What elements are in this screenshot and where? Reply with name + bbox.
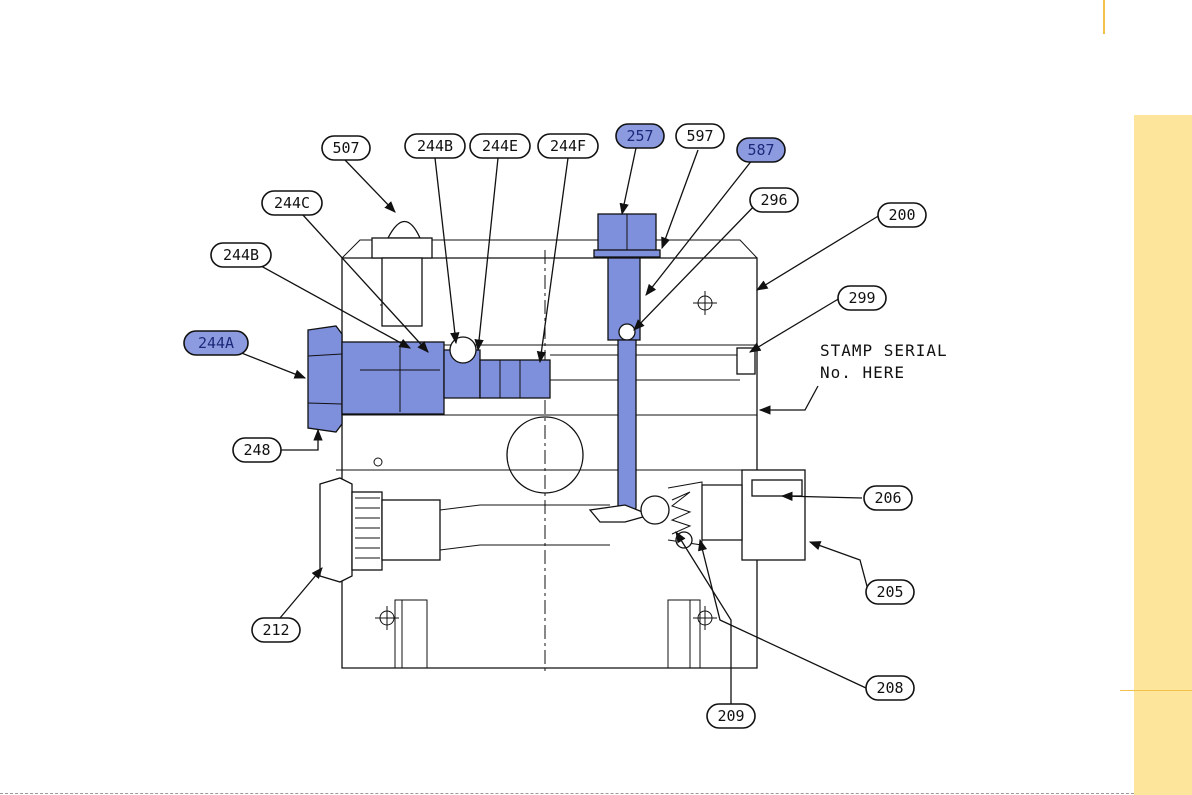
- svg-text:205: 205: [876, 583, 903, 601]
- svg-text:244A: 244A: [198, 334, 234, 352]
- svg-text:209: 209: [717, 707, 744, 725]
- callout-296: 296: [750, 188, 798, 212]
- svg-text:248: 248: [243, 441, 270, 459]
- svg-text:597: 597: [686, 127, 713, 145]
- callout-587: 587: [737, 138, 785, 162]
- svg-text:206: 206: [874, 489, 901, 507]
- part-212-plug: [320, 478, 650, 582]
- callout-208: 208: [866, 676, 914, 700]
- callout-244b-left: 244B: [211, 243, 271, 267]
- callout-257: 257: [616, 124, 664, 148]
- svg-text:212: 212: [262, 621, 289, 639]
- callout-209: 209: [707, 704, 755, 728]
- svg-text:244F: 244F: [550, 137, 586, 155]
- side-panel: [1134, 115, 1192, 795]
- svg-text:587: 587: [747, 141, 774, 159]
- note-line-1: STAMP SERIAL: [820, 341, 948, 360]
- callout-507: 507: [322, 136, 370, 160]
- callout-244f: 244F: [538, 134, 598, 158]
- svg-text:244B: 244B: [223, 246, 259, 264]
- center-mark-4: [693, 606, 717, 630]
- callout-244b-top: 244B: [405, 134, 465, 158]
- note-line-2: No. HERE: [820, 363, 905, 382]
- callout-299: 299: [838, 286, 886, 310]
- svg-text:299: 299: [848, 289, 875, 307]
- svg-text:244B: 244B: [417, 137, 453, 155]
- center-mark-2: [693, 291, 717, 315]
- callout-248: 248: [233, 438, 281, 462]
- svg-text:244E: 244E: [482, 137, 518, 155]
- callout-244a: 244A: [184, 331, 248, 355]
- callout-244c: 244C: [262, 191, 322, 215]
- svg-text:296: 296: [760, 191, 787, 209]
- callout-244e: 244E: [470, 134, 530, 158]
- stamp-serial-note: STAMP SERIAL No. HERE: [820, 341, 948, 382]
- part-257-bolt: [594, 214, 660, 518]
- part-244a-assembly: [308, 326, 755, 432]
- svg-text:507: 507: [332, 139, 359, 157]
- callout-212: 212: [252, 618, 300, 642]
- callout-206: 206: [864, 486, 912, 510]
- part-507-cap: [372, 222, 432, 327]
- svg-text:257: 257: [626, 127, 653, 145]
- callout-597: 597: [676, 124, 724, 148]
- svg-text:208: 208: [876, 679, 903, 697]
- callout-200: 200: [878, 203, 926, 227]
- svg-text:200: 200: [888, 206, 915, 224]
- valve-assembly-drawing: STAMP SERIAL No. HERE 507 244B 244E 244F…: [0, 0, 1134, 795]
- part-205-check-valve: [641, 470, 805, 560]
- callout-205: 205: [866, 580, 914, 604]
- svg-text:244C: 244C: [274, 194, 310, 212]
